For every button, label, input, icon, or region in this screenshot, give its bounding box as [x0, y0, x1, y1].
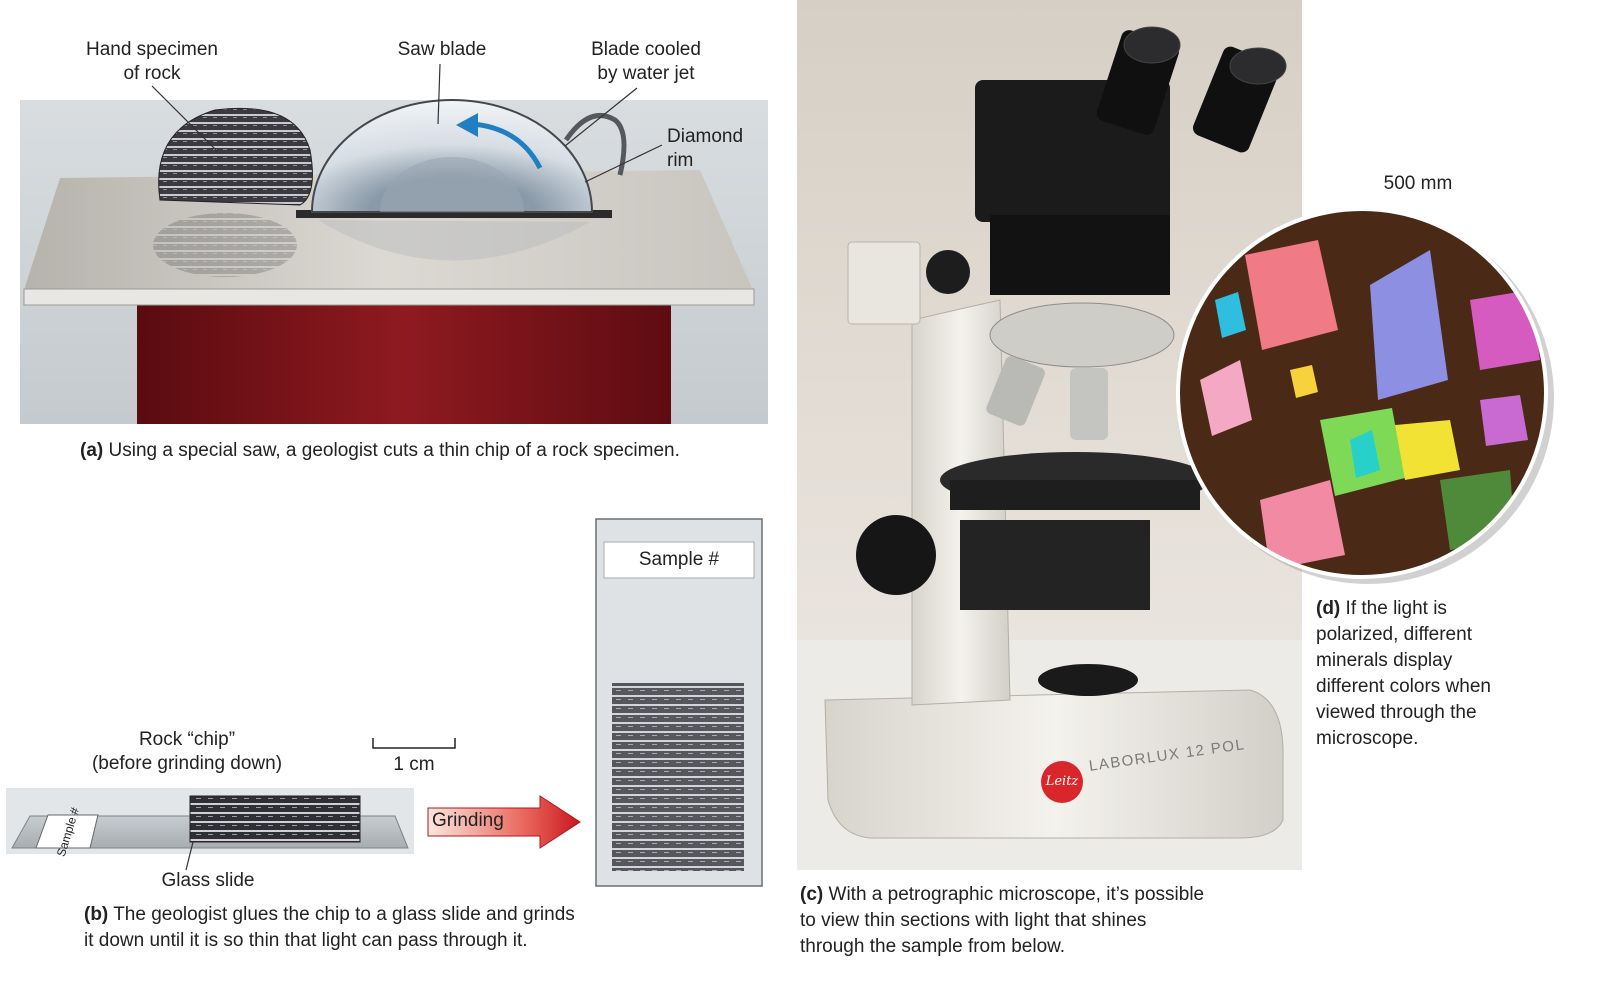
caption-d-text4: different colors when [1316, 676, 1491, 697]
caption-b-line1: (b) The geologist glues the chip to a gl… [84, 902, 684, 928]
lamp-knob [926, 250, 970, 294]
caption-d-text2: polarized, different [1316, 624, 1472, 645]
leader-hand-specimen [151, 85, 219, 153]
caption-d-text6: microscope. [1316, 728, 1419, 749]
stage-block [950, 480, 1200, 510]
rotation-arrowhead [456, 113, 478, 137]
leader-diamond-rim [584, 144, 663, 183]
saw-slot [296, 210, 612, 218]
leitz-logo-text: Leitz [1045, 774, 1079, 789]
caption-c-line1: (c) With a petrographic microscope, it’s… [800, 882, 1270, 908]
caption-b-tag: (b) [84, 904, 109, 925]
blade-reflection [318, 220, 590, 261]
caption-c-text1: With a petrographic microscope, it’s pos… [823, 884, 1205, 905]
polarized-view [1176, 207, 1554, 584]
saw-blade-hub [380, 157, 524, 212]
label-rock-chip-line1: Rock “chip” [138, 729, 236, 750]
caption-c-text2: to view thin sections with light that sh… [800, 910, 1147, 931]
water-jet-pipe [563, 113, 627, 176]
label-saw-blade: Saw blade [397, 39, 487, 60]
label-hand-specimen-line2: of rock [123, 63, 181, 84]
label-hand-specimen: Hand specimen of rock [70, 38, 234, 86]
view-border [1176, 207, 1548, 579]
slide-illustration [6, 518, 763, 887]
label-blade-cooled-line2: by water jet [597, 63, 695, 84]
label-sample-number: Sample # [638, 549, 720, 570]
lamp-housing [847, 241, 921, 325]
rock-specimen [158, 107, 313, 206]
caption-c: (c) With a petrographic microscope, it’s… [800, 882, 1270, 960]
microscope-neck [990, 215, 1170, 295]
scale-bar-1cm [372, 738, 456, 749]
label-glass-slide: Glass slide [161, 870, 255, 891]
saw-illustration [20, 63, 768, 424]
label-diamond-rim-line1: Diamond [667, 126, 744, 147]
caption-b: (b) The geologist glues the chip to a gl… [84, 902, 684, 954]
eyepiece-left-lens [1123, 26, 1181, 64]
label-diamond-rim: Diamond rim [667, 125, 743, 173]
objective-2 [1070, 368, 1108, 440]
caption-a-text: Using a special saw, a geologist cuts a … [103, 440, 680, 461]
label-rock-chip: Rock “chip” (before grinding down) [62, 728, 312, 776]
slide-sample-tag [35, 814, 99, 849]
caption-c-tag: (c) [800, 884, 824, 905]
label-blade-cooled: Blade cooled by water jet [570, 38, 722, 86]
caption-d-text1: If the light is [1340, 598, 1447, 619]
caption-d-text3: minerals display [1316, 650, 1453, 671]
saw-table-edge [23, 288, 755, 306]
label-hand-specimen-line1: Hand specimen [85, 39, 219, 60]
rotation-arrow [471, 121, 543, 170]
caption-d: (d) If the light is polarized, different… [1316, 596, 1566, 752]
label-grinding: Grinding [432, 810, 504, 831]
leitz-logo [1041, 761, 1083, 803]
light-port [1038, 664, 1138, 696]
rock-reflection [153, 213, 297, 277]
caption-c-text3: through the sample from below. [800, 936, 1066, 957]
eyepiece-right-lens [1229, 47, 1287, 85]
leader-blade-cooled [564, 87, 638, 147]
label-rock-chip-line2: (before grinding down) [91, 753, 283, 774]
grinding-arrow [427, 795, 581, 849]
label-blade-cooled-line1: Blade cooled [591, 39, 701, 60]
caption-a: (a) Using a special saw, a geologist cut… [80, 438, 780, 464]
caption-d-line1: (d) If the light is [1316, 596, 1566, 622]
rock-chip [189, 795, 361, 843]
leader-glass-slide [185, 841, 194, 871]
focus-knob [856, 515, 936, 595]
label-scale-500: 500 mm [1383, 173, 1453, 194]
label-diamond-rim-line2: rim [667, 150, 694, 171]
nosepiece [989, 302, 1175, 368]
caption-d-text5: viewed through the [1316, 702, 1477, 723]
saw-table-body [137, 305, 671, 424]
thin-section-label-box [603, 541, 755, 579]
objective-1 [986, 356, 1045, 426]
caption-b-text1: The geologist glues the chip to a glass … [108, 904, 575, 925]
caption-a-tag: (a) [80, 440, 104, 461]
caption-d-tag: (d) [1316, 598, 1341, 619]
label-scale-1cm: 1 cm [393, 754, 435, 775]
saw-blade [310, 99, 594, 213]
mineral-mosaic [1178, 209, 1546, 577]
caption-b-text2: it down until it is so thin that light c… [84, 930, 528, 951]
leader-saw-blade [437, 63, 441, 125]
thin-section-sample [612, 683, 744, 871]
substage-condenser [960, 520, 1150, 610]
